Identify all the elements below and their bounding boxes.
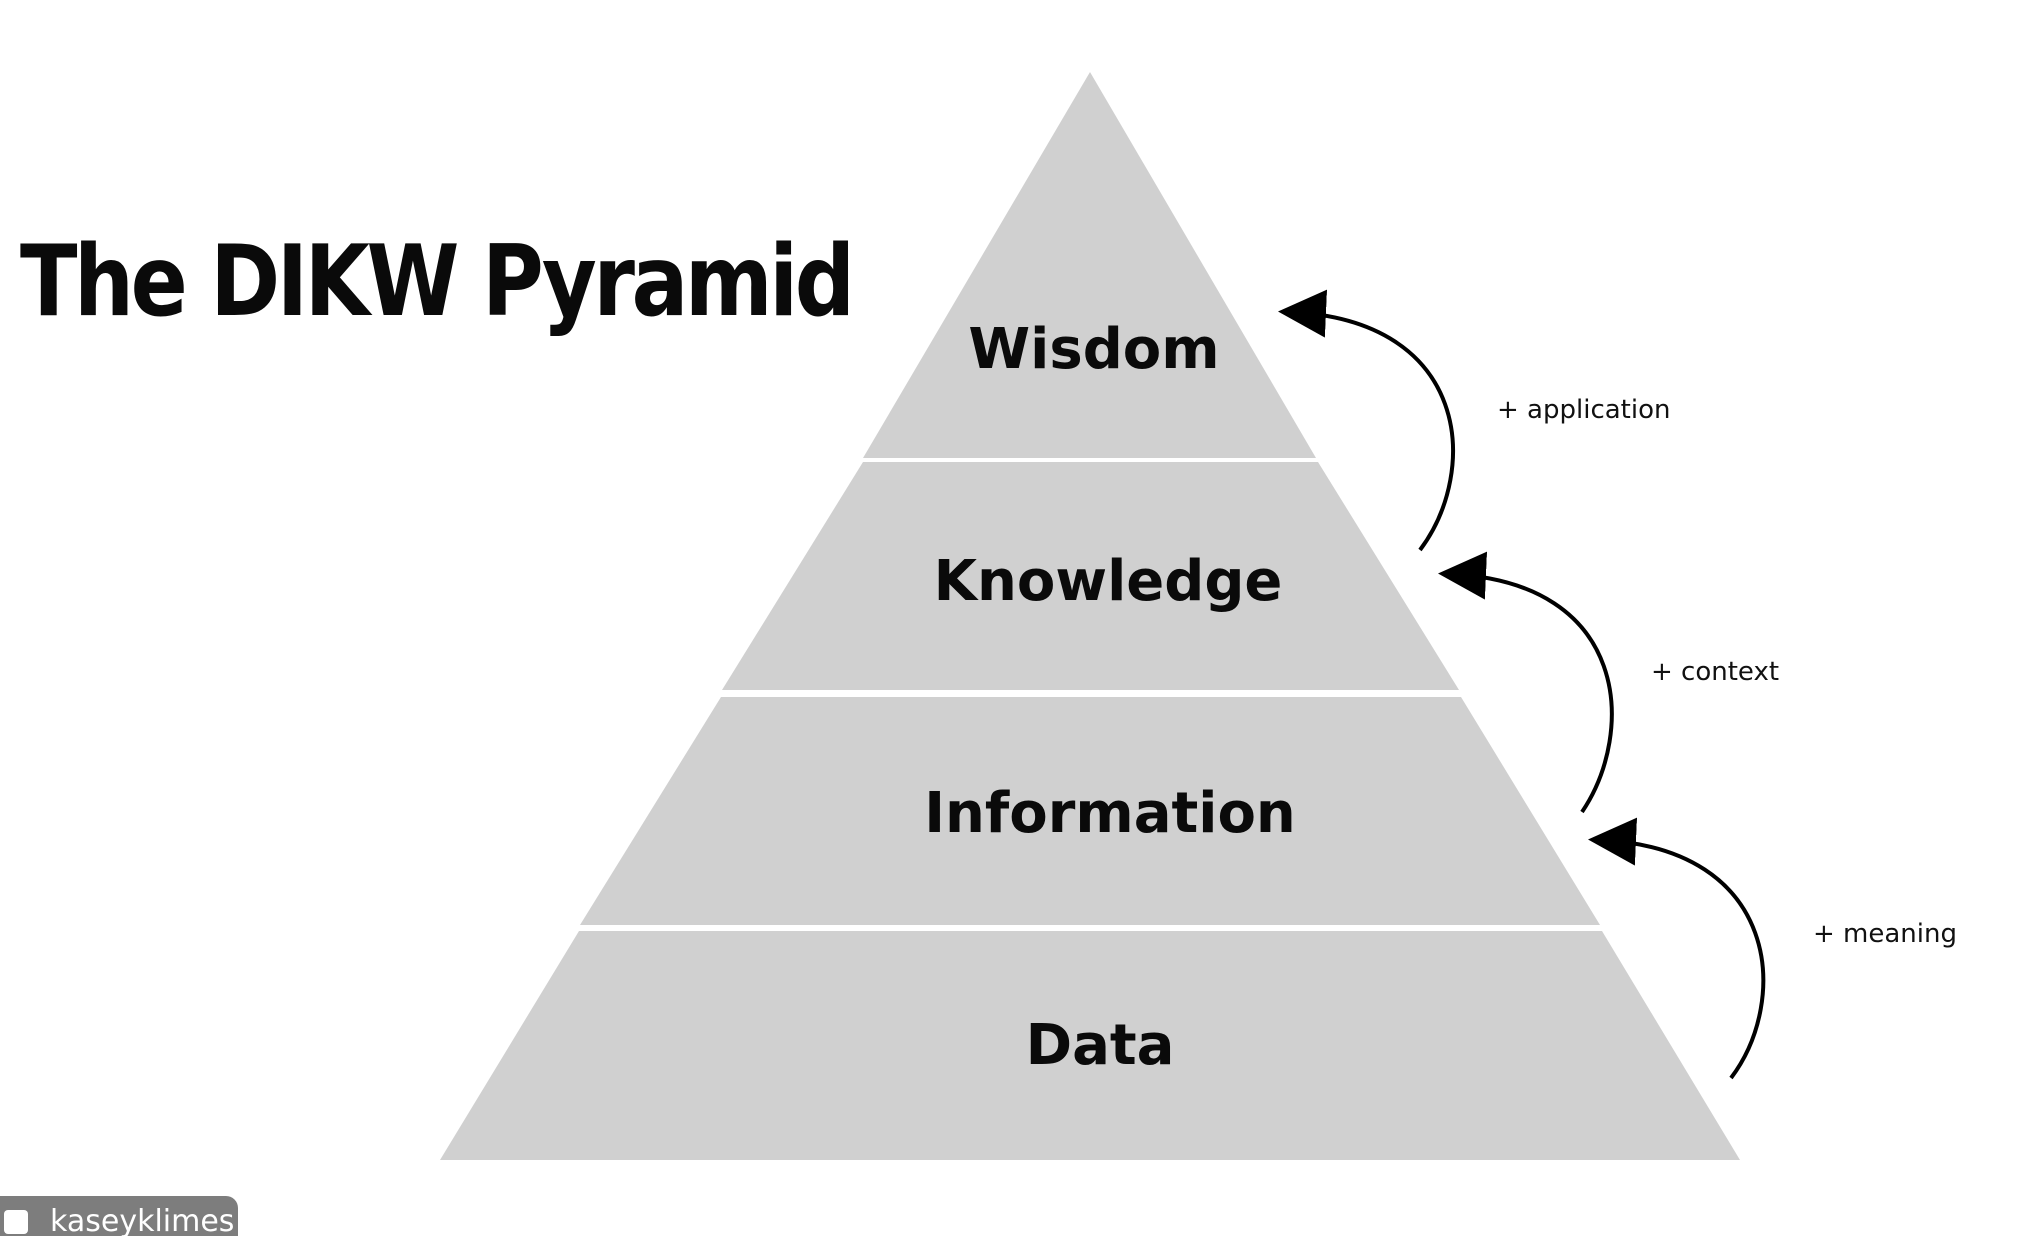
arrow-label-application: + application: [1497, 395, 1670, 425]
page-title: The DIKW Pyramid: [20, 225, 855, 339]
pyramid-tier-data: [440, 931, 1740, 1160]
level-label-knowledge: Knowledge: [934, 549, 1283, 614]
watermark-text: kaseyklimes: [50, 1204, 235, 1236]
arrow-label-context: + context: [1651, 657, 1779, 687]
level-label-data: Data: [1026, 1013, 1175, 1078]
pyramid-tier-information: [580, 697, 1600, 925]
pyramid-tier-knowledge: [722, 462, 1459, 690]
level-label-information: Information: [924, 781, 1296, 846]
watermark-badge: kaseyklimes: [0, 1196, 238, 1236]
arrow-meaning: [1588, 817, 1766, 1080]
level-label-wisdom: Wisdom: [968, 317, 1219, 382]
arrow-context: [1438, 551, 1614, 814]
arrow-application: [1278, 289, 1455, 552]
pyramid-tier-wisdom: [863, 72, 1316, 458]
account-icon: [4, 1210, 28, 1234]
arrow-label-meaning: + meaning: [1813, 919, 1957, 949]
